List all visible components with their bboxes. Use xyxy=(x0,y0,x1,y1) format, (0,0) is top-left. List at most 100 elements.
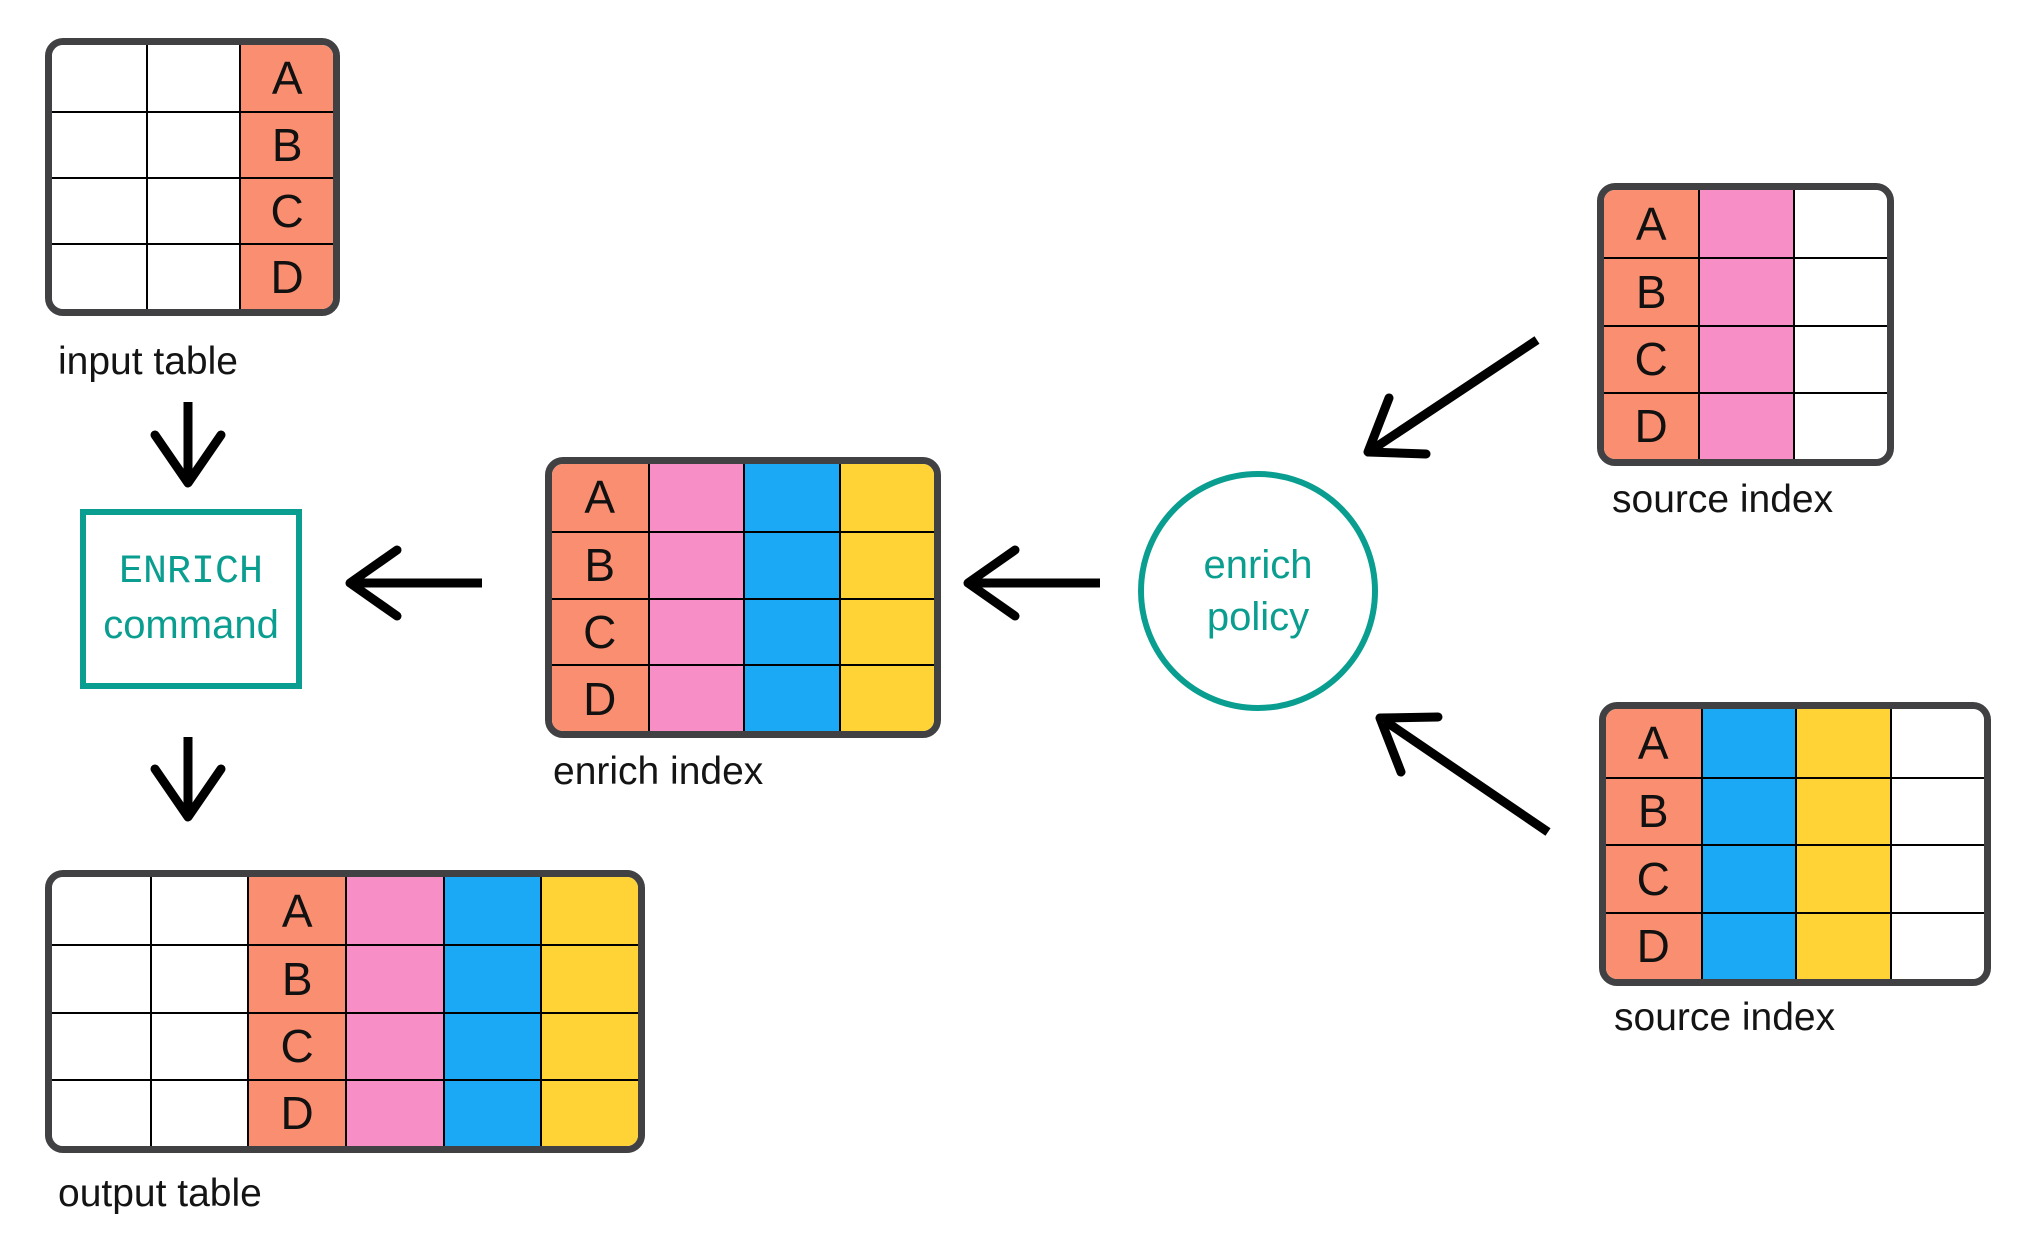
key-cell: A xyxy=(552,464,648,531)
arrow-enrich-command-to-output xyxy=(150,737,226,822)
key-cell: C xyxy=(247,1011,345,1079)
arrow-input-to-enrich-command xyxy=(150,402,226,488)
plain-cell xyxy=(1889,911,1984,979)
key-cell: C xyxy=(1606,844,1701,912)
key-cell: D xyxy=(247,1078,345,1146)
key-cell: D xyxy=(1604,391,1699,459)
blue-cell xyxy=(442,944,541,1012)
yellow-cell xyxy=(838,530,934,598)
blue-cell xyxy=(442,1078,541,1146)
pink-cell xyxy=(344,944,443,1012)
row-key-label: D xyxy=(1634,400,1668,453)
row-key-label: B xyxy=(281,952,313,1005)
row-key-label: D xyxy=(270,251,304,303)
yellow-cell xyxy=(540,1011,638,1079)
plain-cell xyxy=(52,1078,150,1146)
yellow-cell xyxy=(1795,911,1890,979)
pink-cell xyxy=(344,877,443,945)
key-cell: D xyxy=(552,664,648,731)
plain-cell xyxy=(1889,776,1984,844)
arrow-source-bottom-to-enrich-policy xyxy=(1375,712,1551,836)
pink-cell xyxy=(647,464,743,531)
pink-cell xyxy=(1698,324,1793,392)
key-cell: C xyxy=(552,597,648,665)
plain-cell xyxy=(145,177,240,243)
plain-cell xyxy=(1889,844,1984,912)
key-cell: D xyxy=(239,243,333,309)
row-key-label: C xyxy=(1634,333,1668,386)
row-key-label: B xyxy=(584,539,616,592)
plain-cell xyxy=(52,877,150,945)
row-key-label: D xyxy=(1636,920,1670,973)
yellow-cell xyxy=(1795,776,1890,844)
enrich-policy-circle: enrich policy xyxy=(1138,471,1378,711)
plain-cell xyxy=(149,877,248,945)
plain-cell xyxy=(149,1078,248,1146)
key-cell: A xyxy=(1606,709,1701,777)
plain-cell xyxy=(52,45,146,111)
blue-cell xyxy=(442,877,541,945)
plain-cell xyxy=(145,45,240,111)
plain-cell xyxy=(52,1011,150,1079)
plain-cell xyxy=(149,1011,248,1079)
key-cell: B xyxy=(1604,257,1699,325)
arrow-enrich-policy-to-enrich-index xyxy=(963,545,1100,621)
row-key-label: D xyxy=(583,672,617,725)
yellow-cell xyxy=(540,877,638,945)
row-key-label: B xyxy=(1637,785,1669,838)
plain-cell xyxy=(52,177,146,243)
key-cell: B xyxy=(239,111,333,177)
row-key-label: B xyxy=(1635,265,1667,318)
blue-cell xyxy=(442,1011,541,1079)
blue-cell xyxy=(743,464,839,531)
key-cell: A xyxy=(239,45,333,111)
yellow-cell xyxy=(838,597,934,665)
pink-cell xyxy=(344,1011,443,1079)
output-table-label: output table xyxy=(58,1172,262,1215)
yellow-cell xyxy=(838,464,934,531)
blue-cell xyxy=(1700,709,1795,777)
blue-cell xyxy=(1700,911,1795,979)
arrow-source-top-to-enrich-policy xyxy=(1363,336,1540,459)
pink-cell xyxy=(344,1078,443,1146)
blue-cell xyxy=(1700,776,1795,844)
enrich-command-word: command xyxy=(103,603,279,647)
yellow-cell xyxy=(1795,844,1890,912)
key-cell: A xyxy=(1604,190,1699,258)
source-index-top-label: source index xyxy=(1612,478,1834,521)
plain-cell xyxy=(52,111,146,177)
yellow-cell xyxy=(540,1078,638,1146)
pink-cell xyxy=(1698,257,1793,325)
key-cell: B xyxy=(552,530,648,598)
row-key-label: C xyxy=(583,605,617,658)
key-cell: B xyxy=(247,944,345,1012)
enrich-command-box: ENRICH command xyxy=(80,509,302,689)
yellow-cell xyxy=(838,664,934,731)
pink-cell xyxy=(647,530,743,598)
yellow-cell xyxy=(540,944,638,1012)
plain-cell xyxy=(52,243,146,309)
enrich-index-label: enrich index xyxy=(553,750,764,793)
blue-cell xyxy=(743,664,839,731)
row-key-label: C xyxy=(270,185,304,237)
pink-cell xyxy=(647,597,743,665)
blue-cell xyxy=(1700,844,1795,912)
enrich-command-keyword: ENRICH xyxy=(118,550,264,595)
pink-cell xyxy=(1698,190,1793,258)
source-index-bottom-label: source index xyxy=(1614,996,1836,1039)
row-key-label: A xyxy=(271,52,303,104)
row-key-label: D xyxy=(280,1087,314,1140)
yellow-cell xyxy=(1795,709,1890,777)
plain-cell xyxy=(1792,257,1887,325)
pink-cell xyxy=(1698,391,1793,459)
blue-cell xyxy=(743,597,839,665)
key-cell: C xyxy=(239,177,333,243)
key-cell: D xyxy=(1606,911,1701,979)
plain-cell xyxy=(1792,190,1887,258)
blue-cell xyxy=(743,530,839,598)
